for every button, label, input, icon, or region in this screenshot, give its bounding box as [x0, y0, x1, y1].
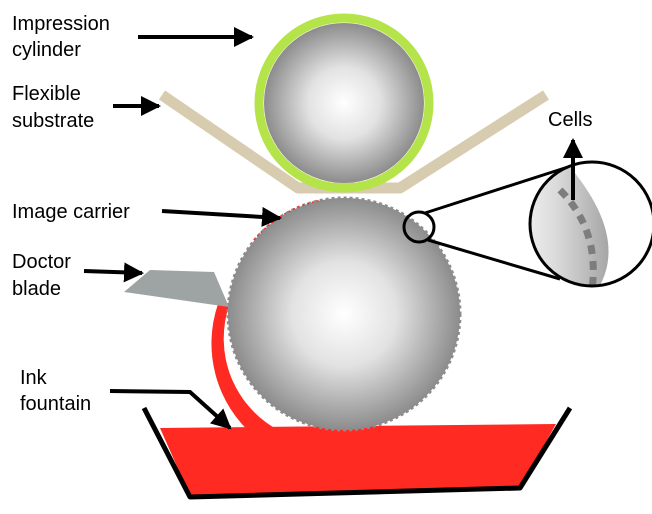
label-image-carrier: Image carrier: [12, 201, 130, 223]
label-impression-line1: Impression: [12, 13, 110, 35]
ink-remnant: [253, 199, 323, 241]
doctor-blade: [124, 270, 229, 307]
label-ink-line2: fountain: [20, 393, 91, 415]
magnifier-bottom-line: [427, 238, 561, 281]
image-carrier-cylinder: [228, 198, 460, 430]
label-doctor-line1: Doctor: [12, 251, 71, 273]
ink-film: [211, 303, 282, 436]
label-ink-line1: Ink: [20, 367, 48, 389]
label-cells: Cells: [548, 109, 592, 131]
ink-pool: [160, 424, 556, 496]
image-carrier-arrow: [161, 206, 282, 227]
image-carrier-cells-outline: [226, 196, 462, 432]
magnifier-top-line: [424, 165, 569, 215]
cells-zoom-view: [530, 162, 652, 286]
cells-zoom-circle: [528, 160, 652, 288]
label-flexible-line1: Flexible: [12, 83, 81, 105]
magnifier-small-circle: [402, 210, 436, 244]
label-flexible-line2: substrate: [12, 110, 94, 132]
cells-dashes: [557, 187, 597, 286]
impression-cylinder-rubber-ring: [254, 13, 434, 193]
ink-fountain-tray: [141, 406, 573, 500]
impression-cylinder: [264, 23, 424, 183]
doctor-blade-arrow: [83, 262, 144, 283]
label-doctor-line2: blade: [12, 278, 61, 300]
label-impression-line2: cylinder: [12, 39, 81, 61]
ink-fountain-arrow: [109, 389, 232, 430]
